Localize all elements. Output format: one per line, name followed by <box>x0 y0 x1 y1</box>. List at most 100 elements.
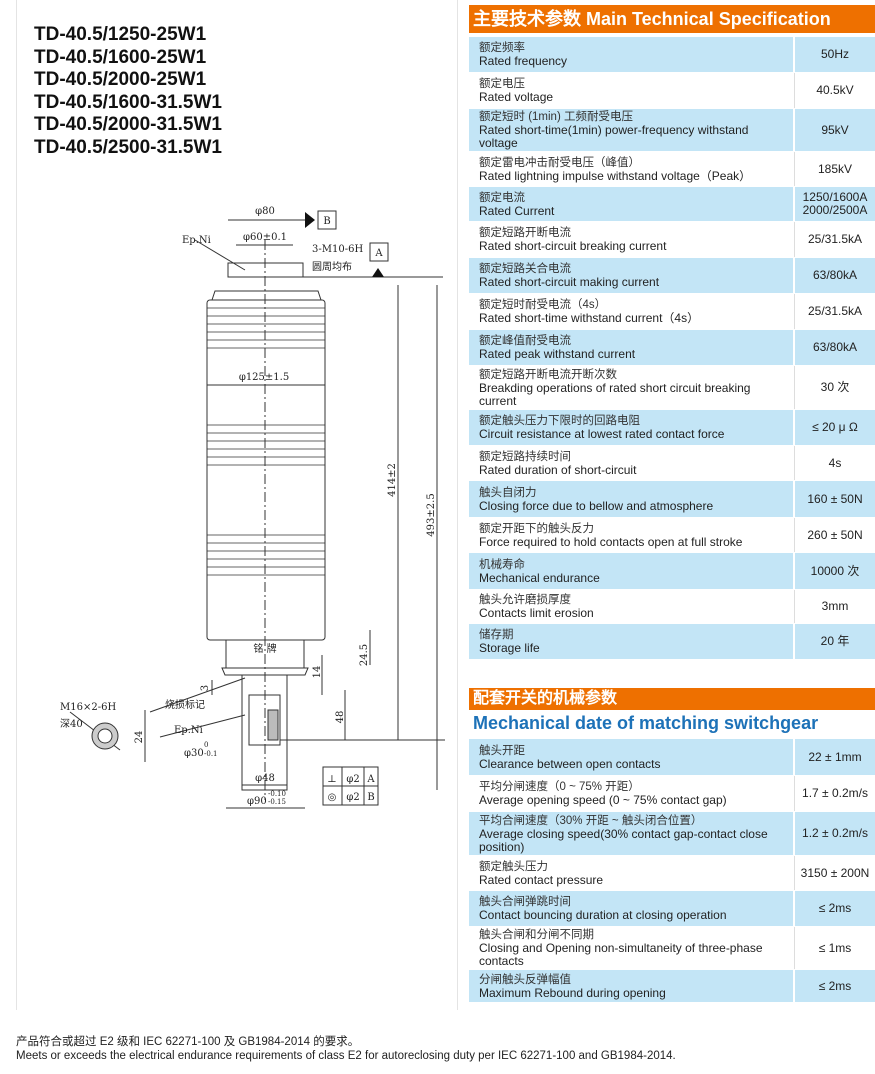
dim-d48: φ48 <box>255 773 275 784</box>
param-name-zh: 触头允许磨损厚度 <box>479 594 571 606</box>
note-epni-top: Ep.Ni <box>182 235 211 246</box>
param-name-en: Contacts limit erosion <box>479 606 594 620</box>
note-thread: 3-M10-6H <box>312 244 363 255</box>
param-name-en: Rated short-circuit breaking current <box>479 239 667 253</box>
model-name: TD-40.5/1600-31.5W1 <box>34 91 222 113</box>
model-name: TD-40.5/2000-31.5W1 <box>34 114 222 135</box>
dim-d30: φ30 <box>184 748 204 759</box>
note-thread-distribution: 圆周均布 <box>312 261 352 273</box>
dim-d60: φ60±0.1 <box>243 232 287 243</box>
param-name-en: Storage life <box>479 641 540 655</box>
param-value: ≤ 2ms <box>818 901 852 915</box>
param-name-zh: 平均合闸速度（30% 开距 ~ 触头闭合位置） <box>479 814 703 827</box>
dim-h414: 414±2 <box>387 463 398 497</box>
spec-row: 额定雷电冲击耐受电压（峰值）Rated lightning impulse wi… <box>469 152 875 187</box>
param-name-zh: 触头合闸和分闸不同期 <box>479 929 594 941</box>
param-name-en: Rated Current <box>479 203 555 218</box>
tol-ref: A <box>366 774 375 785</box>
param-name-zh: 触头自闭力 <box>479 486 537 499</box>
param-value: ≤ 20 μ Ω <box>812 420 858 434</box>
param-value: 1.7 ± 0.2m/s <box>802 786 868 800</box>
param-name-zh: 额定触头压力下限时的回路电阻 <box>479 415 640 427</box>
dim-h48: 48 <box>335 711 346 724</box>
model-name: TD-40.5/1250-25W1 <box>34 24 207 45</box>
param-name-en: Rated short-time withstand current（4s） <box>479 311 700 325</box>
model-list: TD-40.5/1250-25W1 TD-40.5/1600-25W1 TD-4… <box>34 24 222 159</box>
param-name-en: Rated lightning impulse withstand voltag… <box>479 168 752 183</box>
note-depth: 深40 <box>60 718 83 730</box>
tol-symbol: ⊥ <box>327 774 336 785</box>
param-value: 160 ± 50N <box>807 491 863 506</box>
param-name-zh: 额定频率 <box>479 42 525 54</box>
note-erosion-mark: 烧损标记 <box>165 698 205 711</box>
param-value: 40.5kV <box>816 83 854 97</box>
footer-note-en: Meets or exceeds the electrical enduranc… <box>16 1050 676 1062</box>
note-m16: M16×2-6H <box>60 702 116 713</box>
param-name-zh: 触头开距 <box>479 744 525 757</box>
param-value: 260 ± 50N <box>807 527 863 542</box>
param-name-zh: 额定短时 (1min) 工频耐受电压 <box>479 111 633 123</box>
param-name-en: Average closing speed(30% contact gap-co… <box>479 826 768 854</box>
param-name-zh: 机械寿命 <box>479 558 525 571</box>
param-value: 95kV <box>821 122 849 137</box>
spec-row: 平均合闸速度（30% 开距 ~ 触头闭合位置）Average closing s… <box>469 812 875 856</box>
param-name-zh: 额定短路开断电流 <box>479 227 571 239</box>
param-name-zh: 额定电压 <box>479 78 525 90</box>
param-value: 1.2 ± 0.2m/s <box>802 826 868 840</box>
param-label: 平均分闸速度（0 ~ 75% 开距）Average opening speed … <box>469 776 795 811</box>
dim-d80: φ80 <box>255 206 275 217</box>
param-value: 25/31.5kA <box>807 232 863 246</box>
param-value: 10000 次 <box>810 563 860 578</box>
footer-note-zh: 产品符合或超过 E2 级和 IEC 62271-100 及 GB1984-201… <box>16 1036 360 1048</box>
spec-row: 平均分闸速度（0 ~ 75% 开距）Average opening speed … <box>469 776 875 812</box>
datum-b: B <box>323 216 330 227</box>
param-name-zh: 平均分闸速度（0 ~ 75% 开距） <box>479 781 640 793</box>
param-name-zh: 储存期 <box>479 629 514 641</box>
spec-row: 额定短时耐受电流（4s）Rated short-time withstand c… <box>469 294 875 330</box>
param-name-zh: 额定短路关合电流 <box>479 263 571 275</box>
param-name-en: Contact bouncing duration at closing ope… <box>479 908 727 922</box>
param-value: 4s <box>828 455 842 470</box>
param-name-zh: 额定短路持续时间 <box>479 450 571 463</box>
param-value: ≤ 2ms <box>818 978 852 993</box>
param-value: 63/80kA <box>812 268 858 282</box>
param-name-en: Rated voltage <box>479 90 554 104</box>
model-name: TD-40.5/2500-31.5W1 <box>34 136 222 158</box>
nameplate-label: 铭 牌 <box>253 642 276 655</box>
dim-h493: 493±2.5 <box>426 493 437 536</box>
param-value: 63/80kA <box>812 340 858 354</box>
param-name-zh: 额定峰值耐受电流 <box>479 335 571 347</box>
param-name-en: Rated short-time(1min) power-frequency w… <box>479 123 749 150</box>
param-name-en: Rated peak withstand current <box>479 347 636 361</box>
tol-ref: B <box>367 792 374 803</box>
param-name-zh: 额定开距下的触头反力 <box>479 522 594 535</box>
dim-d90: φ90 <box>247 796 267 807</box>
dim-d90-tol-up: -0.10 <box>268 790 286 798</box>
